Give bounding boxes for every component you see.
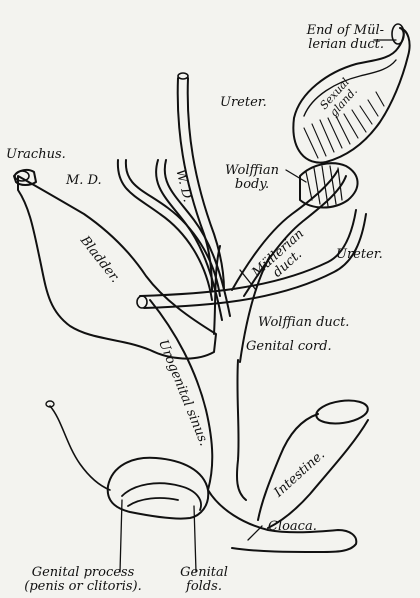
intestine-opening <box>315 397 370 426</box>
umbilical-cord-left <box>50 406 110 490</box>
label-end-mullerian-line2: lerian duct. <box>276 38 384 52</box>
label-ureter-top: Ureter. <box>220 96 267 110</box>
label-genital-folds-line2: folds. <box>172 580 236 594</box>
label-genital-folds: Genital folds. <box>172 566 236 594</box>
label-genital-process-line2: (penis or clitoris). <box>0 580 166 594</box>
genital-process <box>108 458 209 519</box>
label-cloaca: Cloaca. <box>268 520 317 534</box>
ureter-top-end <box>178 73 188 79</box>
bladder-outline <box>18 176 216 359</box>
label-wolffian-body-line2: body. <box>212 178 292 192</box>
label-wolffian-duct: Wolffian duct. <box>258 316 349 330</box>
crossing-ureter-end <box>137 296 147 308</box>
label-genital-process: Genital process (penis or clitoris). <box>0 566 166 594</box>
label-wolffian-body-line1: Wolffian <box>212 164 292 178</box>
label-end-mullerian-line1: End of Mül- <box>276 24 384 38</box>
label-urachus: Urachus. <box>6 148 66 162</box>
label-wolffian-body: Wolffian body. <box>212 164 292 192</box>
label-md: M. D. <box>66 174 102 188</box>
genital-folds <box>122 483 201 510</box>
label-ureter-right: Ureter. <box>336 248 383 262</box>
label-end-mullerian: End of Mül- lerian duct. <box>276 24 384 52</box>
leader-lines <box>120 40 396 572</box>
label-genital-cord: Genital cord. <box>246 340 332 354</box>
label-genital-process-line1: Genital process <box>0 566 166 580</box>
mullerian-duct-end <box>392 24 404 44</box>
urogenital-sinus-right <box>237 360 246 500</box>
label-genital-folds-line1: Genital <box>172 566 236 580</box>
